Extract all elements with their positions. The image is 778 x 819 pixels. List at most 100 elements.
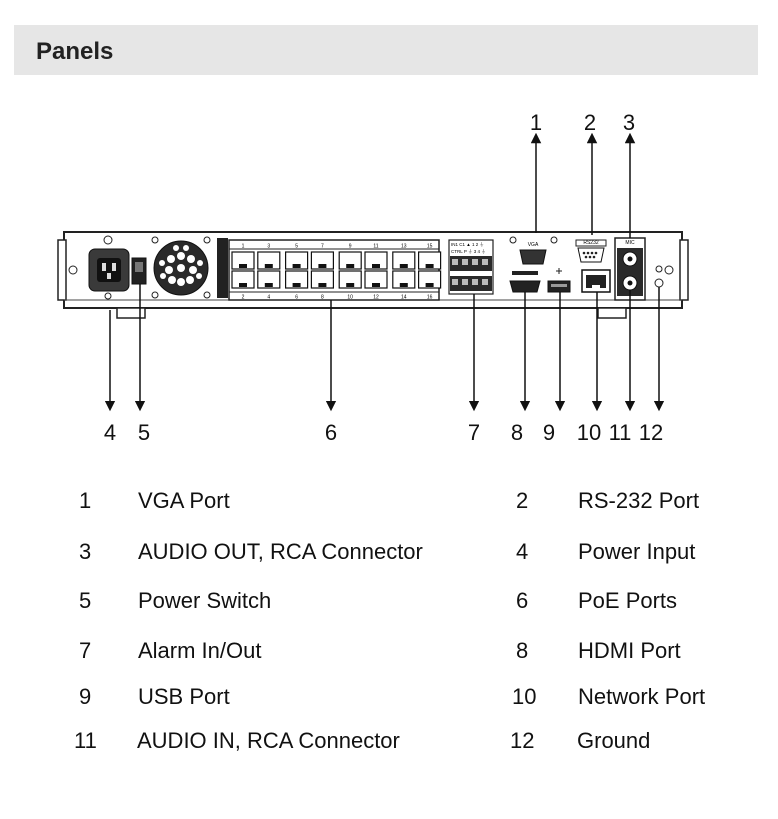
hdmi-connector bbox=[509, 271, 541, 293]
legend-label: PoE Ports bbox=[578, 588, 678, 613]
poe-jack bbox=[257, 251, 281, 270]
poe-jack bbox=[285, 270, 309, 289]
poe-port-number: 9 bbox=[349, 244, 352, 250]
poe-jack bbox=[338, 251, 362, 270]
legend-label: Power Switch bbox=[138, 588, 272, 613]
legend-label: USB Port bbox=[138, 684, 230, 709]
legend-num: 5 bbox=[79, 588, 92, 613]
mic-label: MIC bbox=[625, 240, 635, 246]
poe-jack bbox=[392, 270, 416, 289]
poe-jack-latch bbox=[372, 283, 380, 287]
legend-label: Power Input bbox=[578, 539, 696, 564]
power-input-socket bbox=[88, 235, 130, 300]
poe-port-number: 13 bbox=[401, 244, 407, 250]
power-switch bbox=[131, 257, 147, 285]
vga-label: VGA bbox=[528, 242, 539, 248]
poe-port-number: 7 bbox=[321, 244, 324, 250]
legend-num: 8 bbox=[516, 638, 529, 663]
poe-port-number: 4 bbox=[267, 295, 270, 301]
legend-num: 1 bbox=[79, 488, 92, 513]
vga-connector: VGA bbox=[509, 236, 558, 265]
legend-num: 12 bbox=[510, 728, 535, 753]
poe-jack-latch bbox=[399, 283, 408, 287]
callout-8: 8 bbox=[511, 420, 523, 445]
poe-port-number: 11 bbox=[373, 244, 378, 250]
poe-jack-latch bbox=[372, 264, 380, 268]
callout-2: 2 bbox=[584, 110, 596, 135]
callout-3: 3 bbox=[623, 110, 635, 135]
legend-label: Alarm In/Out bbox=[138, 638, 262, 663]
poe-jack bbox=[364, 270, 388, 289]
poe-jack-latch bbox=[292, 283, 301, 287]
callout-6: 6 bbox=[325, 420, 337, 445]
poe-jack bbox=[364, 251, 388, 270]
poe-port-number: 16 bbox=[427, 295, 433, 301]
section-title: Panels bbox=[36, 38, 114, 65]
poe-label-strip bbox=[217, 238, 228, 298]
poe-port-number: 3 bbox=[267, 244, 270, 250]
poe-jack bbox=[231, 251, 255, 270]
network-port bbox=[581, 269, 611, 293]
legend-label: HDMI Port bbox=[578, 638, 681, 663]
poe-jack-latch bbox=[346, 283, 355, 287]
audio-panel: MIC bbox=[614, 237, 646, 301]
poe-jack bbox=[257, 270, 281, 289]
top-leader-lines bbox=[530, 132, 636, 238]
poe-jack-latch bbox=[239, 264, 247, 268]
legend-label: VGA Port bbox=[138, 488, 230, 513]
poe-jack-latch bbox=[425, 264, 434, 268]
poe-port-number: 12 bbox=[373, 295, 379, 301]
legend-label: Ground bbox=[577, 728, 651, 753]
poe-jack bbox=[338, 270, 362, 289]
cooling-fan bbox=[151, 236, 211, 299]
callout-11: 11 bbox=[609, 420, 632, 445]
legend-num: 3 bbox=[79, 539, 92, 564]
callout-7: 7 bbox=[468, 420, 480, 445]
legend-label: AUDIO OUT, RCA Connector bbox=[138, 539, 423, 564]
poe-port-number: 10 bbox=[347, 295, 353, 301]
legend-num: 11 bbox=[74, 728, 97, 753]
alarm-terminal-block: IN1 C1 ▲ 1 2 ⏚ CTRL P ⏚ 3 4 ⏚ bbox=[448, 239, 494, 295]
legend-num: 4 bbox=[516, 539, 529, 564]
alarm-bottom-label: CTRL P ⏚ 3 4 ⏚ bbox=[451, 248, 486, 254]
callout-10: 10 bbox=[577, 420, 601, 445]
poe-jack-latch bbox=[318, 283, 327, 287]
poe-jack-latch bbox=[292, 264, 301, 268]
legend-num: 9 bbox=[79, 684, 92, 709]
poe-port-number: 14 bbox=[401, 295, 407, 301]
rs232-label: RS232 bbox=[583, 240, 599, 246]
legend-num: 7 bbox=[79, 638, 92, 663]
poe-jack-latch bbox=[318, 264, 327, 268]
section-header: Panels bbox=[14, 25, 758, 75]
bottom-leader-lines bbox=[104, 284, 665, 412]
poe-jack bbox=[392, 251, 416, 270]
poe-jack bbox=[418, 251, 442, 270]
poe-jack-latch bbox=[264, 264, 273, 268]
poe-jack bbox=[231, 270, 255, 289]
alarm-top-label: IN1 C1 ▲ 1 2 ⏚ bbox=[451, 241, 484, 247]
poe-port-number: 15 bbox=[427, 244, 433, 250]
poe-port-number: 5 bbox=[295, 244, 298, 250]
poe-port-number: 6 bbox=[295, 295, 298, 301]
poe-jack bbox=[418, 270, 442, 289]
callout-1: 1 bbox=[530, 110, 542, 135]
legend-num: 6 bbox=[516, 588, 529, 613]
callout-9: 9 bbox=[543, 420, 555, 445]
poe-jack-latch bbox=[264, 283, 273, 287]
poe-jack bbox=[310, 270, 334, 289]
poe-port-number: 8 bbox=[321, 295, 324, 301]
poe-jack-latch bbox=[425, 283, 434, 287]
poe-jack-latch bbox=[346, 264, 355, 268]
callout-5: 5 bbox=[138, 420, 150, 445]
callout-4: 4 bbox=[104, 420, 116, 445]
poe-jack-latch bbox=[239, 283, 247, 287]
poe-jack bbox=[285, 251, 309, 270]
poe-port-number: 1 bbox=[242, 244, 245, 250]
legend-num: 10 bbox=[512, 684, 537, 709]
poe-port-number: 2 bbox=[242, 295, 245, 301]
poe-jack-latch bbox=[399, 264, 408, 268]
poe-jack bbox=[310, 251, 334, 270]
rs232-connector: RS232 bbox=[575, 239, 607, 263]
